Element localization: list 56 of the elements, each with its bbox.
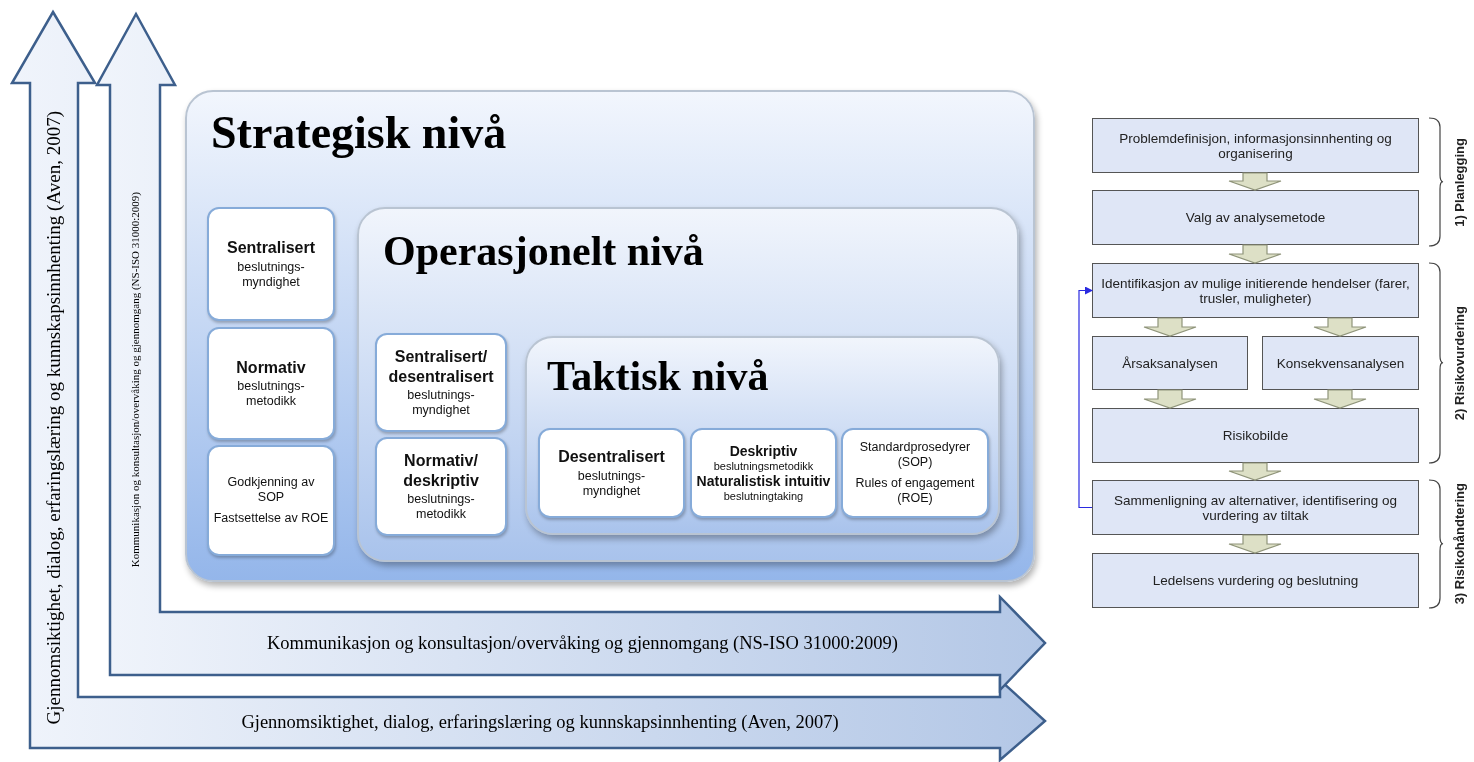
- process-box: Risikobilde: [1092, 408, 1419, 463]
- level-panel: [525, 336, 1000, 535]
- card-text: beslutnings-myndighet: [236, 259, 306, 290]
- block-arrow: [1313, 389, 1367, 409]
- card-text: Rules of engagement (ROE): [854, 476, 976, 506]
- option-card: [207, 327, 335, 440]
- card-text: beslutnings-myndighet: [576, 468, 647, 499]
- arrow-label: Kommunikasjon og konsultasjon/overvåking og gjennomgang (NS-ISO 31000:2009): [129, 192, 141, 568]
- card-text: beslutnings-metodikk: [406, 491, 476, 522]
- block-arrow: [1228, 534, 1282, 554]
- phase-label: 3) Risikohåndtering: [1451, 483, 1467, 605]
- level-title: Strategisk nivå: [211, 106, 507, 159]
- block-arrow: [1228, 172, 1282, 191]
- option-card: [690, 428, 837, 518]
- block-arrow: [1313, 317, 1367, 337]
- option-card: [841, 428, 989, 518]
- block-arrow: [1228, 244, 1282, 264]
- card-text: Normativ: [236, 357, 306, 378]
- arrow-label: Kommunikasjon og konsultasjon/overvåking og gjennomgang (NS-ISO 31000:2009): [267, 633, 898, 654]
- card-text: Naturalistisk intuitiv: [696, 473, 831, 490]
- option-card: [207, 207, 335, 321]
- option-card: [375, 333, 507, 432]
- card-text: Sentralisert: [226, 238, 315, 258]
- process-box: Ledelsens vurdering og beslutning: [1092, 553, 1419, 608]
- block-arrow: [1143, 389, 1197, 409]
- level-panel: [185, 90, 1035, 582]
- level-panel: [357, 207, 1019, 562]
- level-title: Operasjonelt nivå: [383, 227, 704, 275]
- level-title: Taktisk nivå: [547, 352, 769, 400]
- card-text: Godkjenning av SOP: [226, 475, 316, 505]
- card-text: beslutningtaking: [723, 489, 804, 503]
- block-arrow: [1143, 317, 1197, 337]
- card-text: Desentralisert: [558, 447, 665, 467]
- feedback-arrow: [1078, 286, 1093, 509]
- phase-label: 2) Risikovurdering: [1451, 305, 1467, 421]
- arrow-label: Gjennomsiktighet, dialog, erfaringslæring og kunnskapsinnhenting (Aven, 2007): [241, 712, 839, 733]
- option-card: [375, 437, 507, 536]
- card-text: beslutningsmetodikk: [713, 459, 814, 473]
- block-arrow: [1228, 462, 1282, 481]
- phase-label: 1) Planlegging: [1451, 137, 1467, 227]
- card-text: Normativ/deskriptiv: [402, 451, 480, 490]
- card-text: Sentralisert/desentralisert: [387, 347, 495, 386]
- card-text: Standardprosedyrer (SOP): [858, 440, 972, 470]
- process-box: Problemdefinisjon, informasjonsinnhenting og organisering: [1092, 118, 1419, 173]
- process-box: Sammenligning av alternativer, identifisering og vurdering av tiltak: [1092, 480, 1419, 535]
- card-text: beslutnings-metodikk: [236, 379, 306, 410]
- option-card: [538, 428, 685, 518]
- card-text: beslutnings-myndighet: [406, 387, 476, 418]
- process-box: Valg av analysemetode: [1092, 190, 1419, 245]
- card-text: Deskriptiv: [729, 443, 798, 460]
- option-card: [207, 445, 335, 556]
- process-box: Årsaksanalysen: [1092, 336, 1248, 390]
- card-text: Fastsettelse av ROE: [213, 511, 329, 526]
- process-box: Konsekvensanalysen: [1262, 336, 1419, 390]
- process-box: Identifikasjon av mulige initierende hendelser (farer, trusler, muligheter): [1092, 263, 1419, 318]
- arrow-label: Gjennomsiktighet, dialog, erfaringslæring og kunnskapsinnhenting (Aven, 2007): [43, 110, 65, 725]
